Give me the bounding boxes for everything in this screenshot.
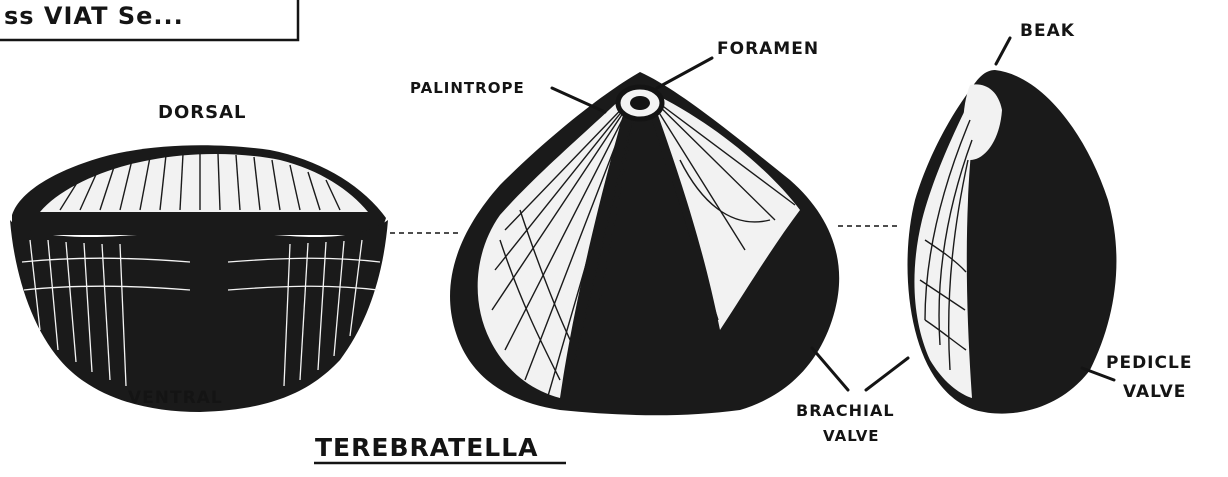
shell-front-view (10, 145, 388, 412)
shell-lateral-view (908, 70, 1117, 414)
palintrope-leader (552, 88, 605, 112)
label-beak: BEAK (1020, 21, 1075, 41)
beak-leader (996, 38, 1010, 64)
foramen-opening (618, 87, 662, 119)
label-dorsal: DORSAL (158, 102, 246, 123)
brachial-leader-2 (866, 358, 908, 390)
label-pedicle-2: VALVE (1123, 382, 1186, 402)
corner-note-text: ss VIAT Se... (4, 2, 184, 30)
corner-note-box: ss VIAT Se... (0, 0, 298, 40)
label-palintrope: PALINTROPE (410, 79, 525, 97)
foramen-leader (657, 58, 712, 88)
label-pedicle-1: PEDICLE (1106, 353, 1192, 373)
brachial-leader-1 (812, 348, 848, 390)
diagram-title: TEREBRATELLA (315, 433, 539, 462)
label-ventral: VENTRAL (128, 388, 223, 408)
label-foramen: FORAMEN (717, 39, 819, 59)
label-brachial-2: VALVE (823, 427, 880, 445)
label-brachial-1: BRACHIAL (796, 401, 895, 420)
shell-dorsal-view (450, 72, 839, 415)
